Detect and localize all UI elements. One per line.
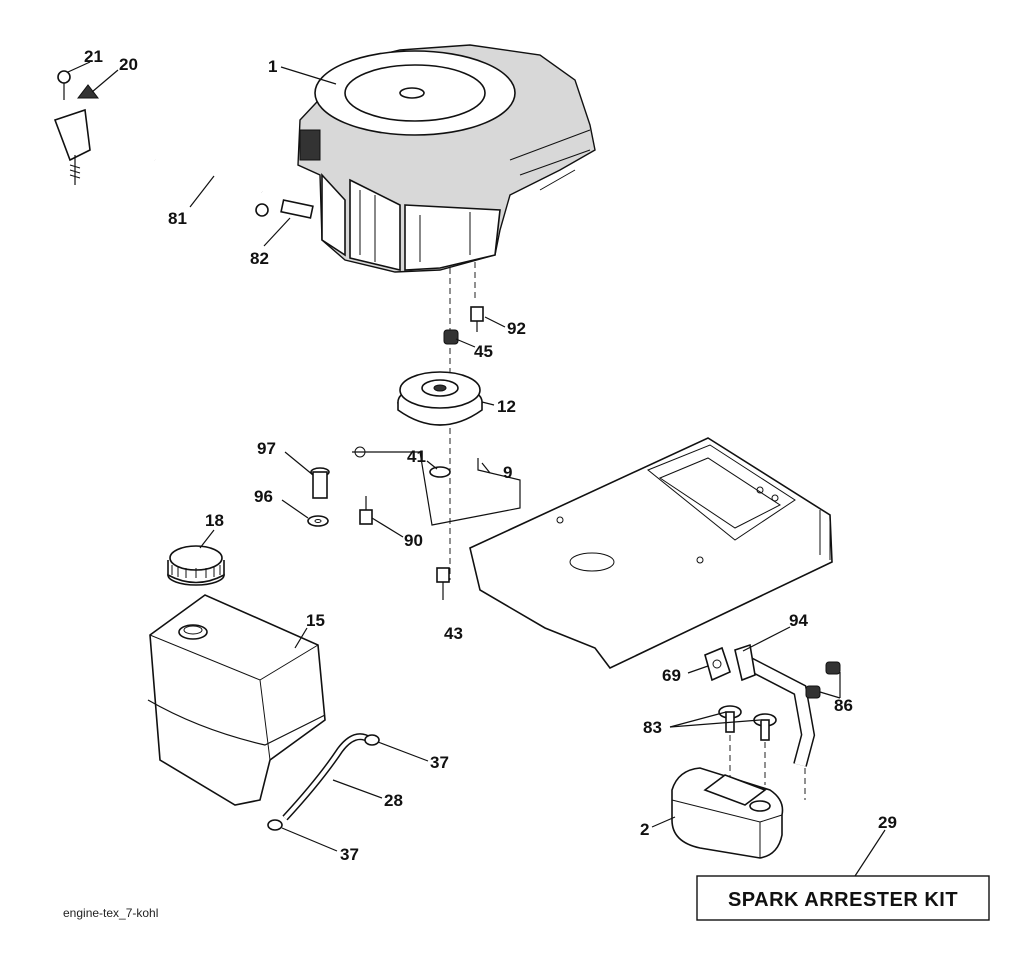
hose-clamp-top: [364, 734, 380, 746]
fuel-cap: [167, 545, 225, 586]
callout-29: 29: [878, 813, 897, 832]
bolt-92: [470, 306, 484, 332]
leader-lines: [67, 61, 886, 877]
hose-clamp-bottom: [267, 819, 283, 831]
diagram-caption: engine-tex_7-kohl: [63, 906, 158, 920]
callout-43: 43: [444, 624, 463, 643]
callout-labels: 1 21 20 81 82 92 45 12 97 41 9 96 18 90 …: [84, 47, 897, 864]
muffler: [671, 767, 784, 859]
engine: [297, 44, 596, 273]
callout-15: 15: [306, 611, 325, 630]
frame-plate: [469, 437, 833, 670]
exhaust-gasket: [704, 646, 731, 682]
spark-arrester-kit-box: SPARK ARRESTER KIT: [696, 875, 990, 921]
bolt-97: [310, 467, 330, 499]
pulley: [397, 371, 483, 426]
callout-9: 9: [503, 463, 512, 482]
spark-arrester-kit-label: SPARK ARRESTER KIT: [728, 889, 958, 911]
control-rod: [352, 446, 521, 526]
callout-96: 96: [254, 487, 273, 506]
bolt-43: [436, 567, 450, 600]
callout-86: 86: [834, 696, 853, 715]
nut-45: [443, 329, 459, 345]
callout-1: 1: [268, 57, 277, 76]
callout-94: 94: [789, 611, 808, 630]
callout-37-top: 37: [430, 753, 449, 772]
tank-fuel-hose: [282, 733, 372, 821]
callout-82: 82: [250, 249, 269, 268]
callout-20: 20: [119, 55, 138, 74]
dipstick-assembly: [53, 70, 100, 185]
bolt-90: [359, 496, 373, 525]
callout-69: 69: [662, 666, 681, 685]
callout-12: 12: [497, 397, 516, 416]
callout-83: 83: [643, 718, 662, 737]
callout-37-bottom: 37: [340, 845, 359, 864]
callout-92: 92: [507, 319, 526, 338]
callout-28: 28: [384, 791, 403, 810]
fuel-fitting: [255, 199, 314, 219]
callout-97: 97: [257, 439, 276, 458]
callout-2: 2: [640, 820, 649, 839]
callout-90: 90: [404, 531, 423, 550]
callout-41: 41: [407, 447, 426, 466]
callout-21: 21: [84, 47, 103, 66]
washer-96: [307, 515, 329, 527]
callout-81: 81: [168, 209, 187, 228]
fuel-hose: [154, 157, 264, 195]
fuel-tank: [147, 594, 326, 806]
exhaust-pipe: [734, 643, 816, 767]
callout-45: 45: [474, 342, 493, 361]
washer-41: [429, 466, 451, 478]
callout-18: 18: [205, 511, 224, 530]
